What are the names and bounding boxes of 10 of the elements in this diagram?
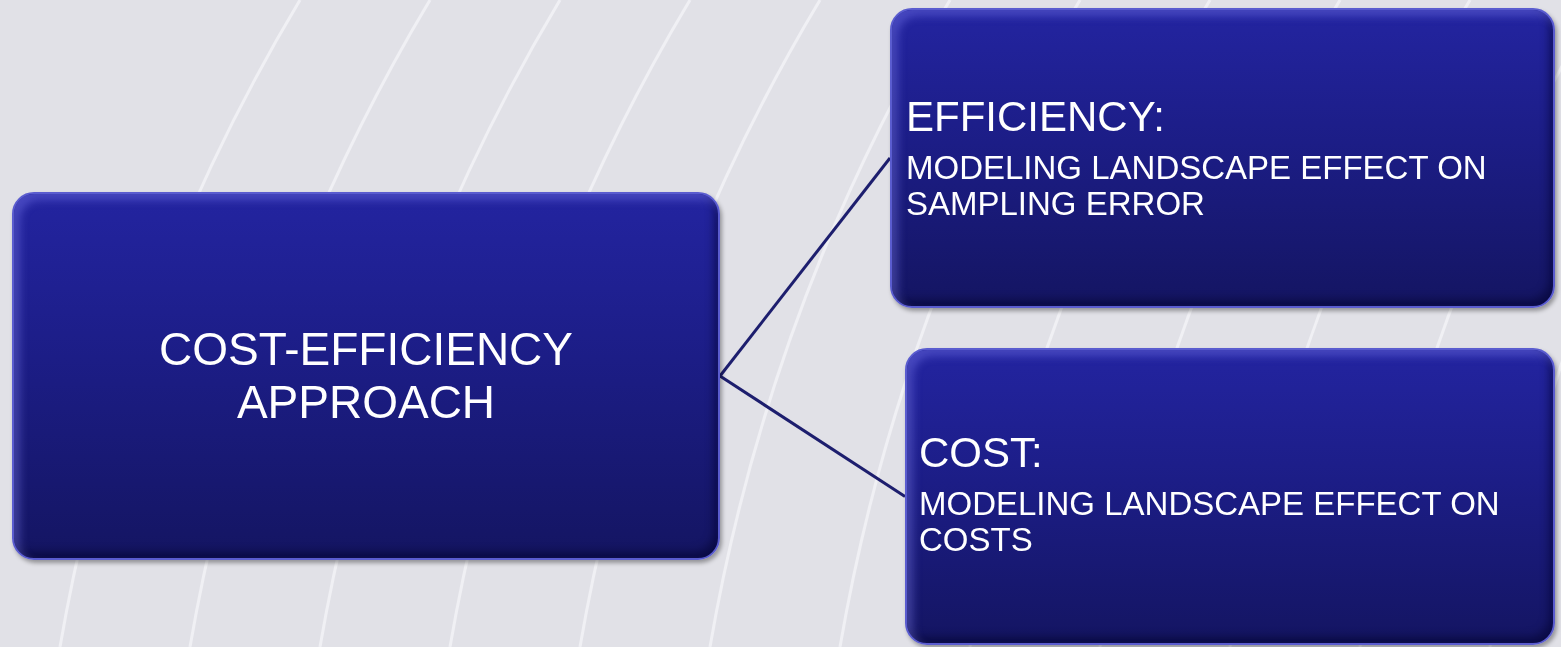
box-heading: EFFICIENCY: bbox=[906, 94, 1166, 141]
connector-line bbox=[719, 374, 906, 498]
process-box bbox=[905, 348, 1555, 645]
box-description: MODELING LANDSCAPE EFFECT ON SAMPLING ERROR bbox=[906, 150, 1488, 223]
process-box bbox=[890, 8, 1555, 308]
box-title: COST-EFFICIENCY APPROACH bbox=[158, 323, 574, 429]
box-description: MODELING LANDSCAPE EFFECT ON COSTS bbox=[919, 486, 1501, 559]
box-heading: COST: bbox=[919, 430, 1043, 477]
connector-line bbox=[718, 157, 892, 377]
process-box bbox=[12, 192, 720, 560]
